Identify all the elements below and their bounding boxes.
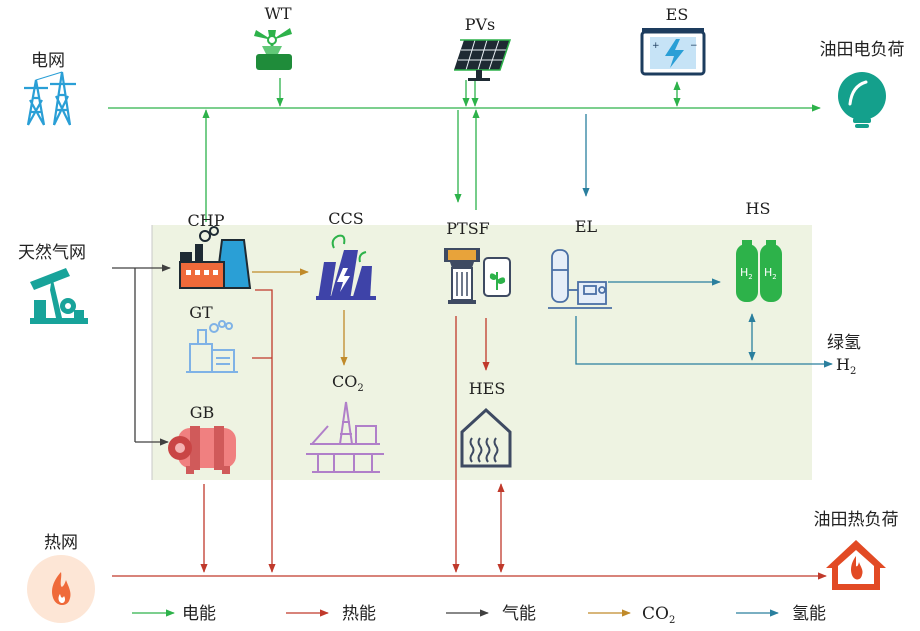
- wt-label: WT: [264, 4, 291, 23]
- house-fire-icon: [826, 540, 886, 590]
- heat-flows: [112, 289, 827, 580]
- heat-storage-icon: [460, 407, 512, 468]
- ccs-label: CCS: [328, 209, 363, 228]
- pvs-label: PVs: [465, 15, 496, 34]
- hs-tank-h2-right: H2: [764, 266, 777, 281]
- hydrogen-tank-icon: H2 H2: [736, 240, 782, 302]
- gas-grid-label: 天然气网: [18, 243, 86, 263]
- es-label: ES: [666, 5, 689, 24]
- hs-tank-h2-left: H2: [740, 266, 753, 281]
- electric-flows: [108, 78, 821, 222]
- legend-label-hydrogen: 氢能: [792, 604, 826, 624]
- ccs-plant-icon: [316, 234, 376, 300]
- wind-turbine-icon: [254, 28, 292, 70]
- legend-label-co2: CO2: [642, 604, 675, 626]
- pylon-icon: [24, 71, 76, 126]
- pumpjack-icon: [30, 268, 88, 324]
- boiler-icon: [168, 426, 236, 474]
- hydrogen-flows: [575, 114, 833, 368]
- h2-label: H2: [836, 355, 856, 377]
- grid-label: 电网: [31, 51, 65, 71]
- legend-label-electric: 电能: [182, 604, 216, 624]
- legend-label-heat: 热能: [342, 604, 376, 624]
- fire-icon: [27, 555, 95, 623]
- elec-load-label: 油田电负荷: [820, 40, 905, 60]
- gt-label: GT: [189, 303, 213, 322]
- legend-label-gas: 气能: [502, 604, 536, 624]
- factory-icon: [179, 226, 252, 289]
- svg-text:−: −: [690, 41, 698, 51]
- system-panel: [152, 225, 812, 480]
- heat-grid-label: 热网: [44, 533, 78, 553]
- co2-flows: [252, 268, 348, 366]
- hs-label: HS: [746, 199, 771, 218]
- gb-label: GB: [190, 403, 215, 422]
- legend-item-electric: 电能: [132, 604, 216, 624]
- oil-platform-icon: [306, 401, 384, 473]
- legend-item-co2: CO2: [588, 604, 675, 626]
- ptsf-label: PTSF: [446, 219, 490, 238]
- gas-turbine-icon: [186, 320, 238, 373]
- battery-icon: + −: [640, 28, 706, 76]
- svg-text:+: +: [652, 41, 660, 51]
- heat-load-label: 油田热负荷: [814, 510, 899, 530]
- green-h2-label: 绿氢: [827, 333, 861, 353]
- gas-flows: [112, 264, 171, 446]
- hes-label: HES: [469, 379, 506, 398]
- legend: 电能 热能 气能 CO2 氢能: [132, 604, 826, 626]
- chp-label: CHP: [188, 211, 225, 230]
- co2-label: CO2: [332, 372, 364, 394]
- el-label: EL: [575, 217, 598, 236]
- ptsf-icon: [444, 248, 511, 304]
- legend-item-heat: 热能: [286, 604, 376, 624]
- lightbulb-icon: [838, 72, 886, 128]
- legend-item-hydrogen: 氢能: [736, 604, 826, 624]
- electrolyzer-icon: [548, 249, 612, 309]
- legend-item-gas: 气能: [446, 604, 536, 624]
- solar-panel-icon: [454, 39, 512, 81]
